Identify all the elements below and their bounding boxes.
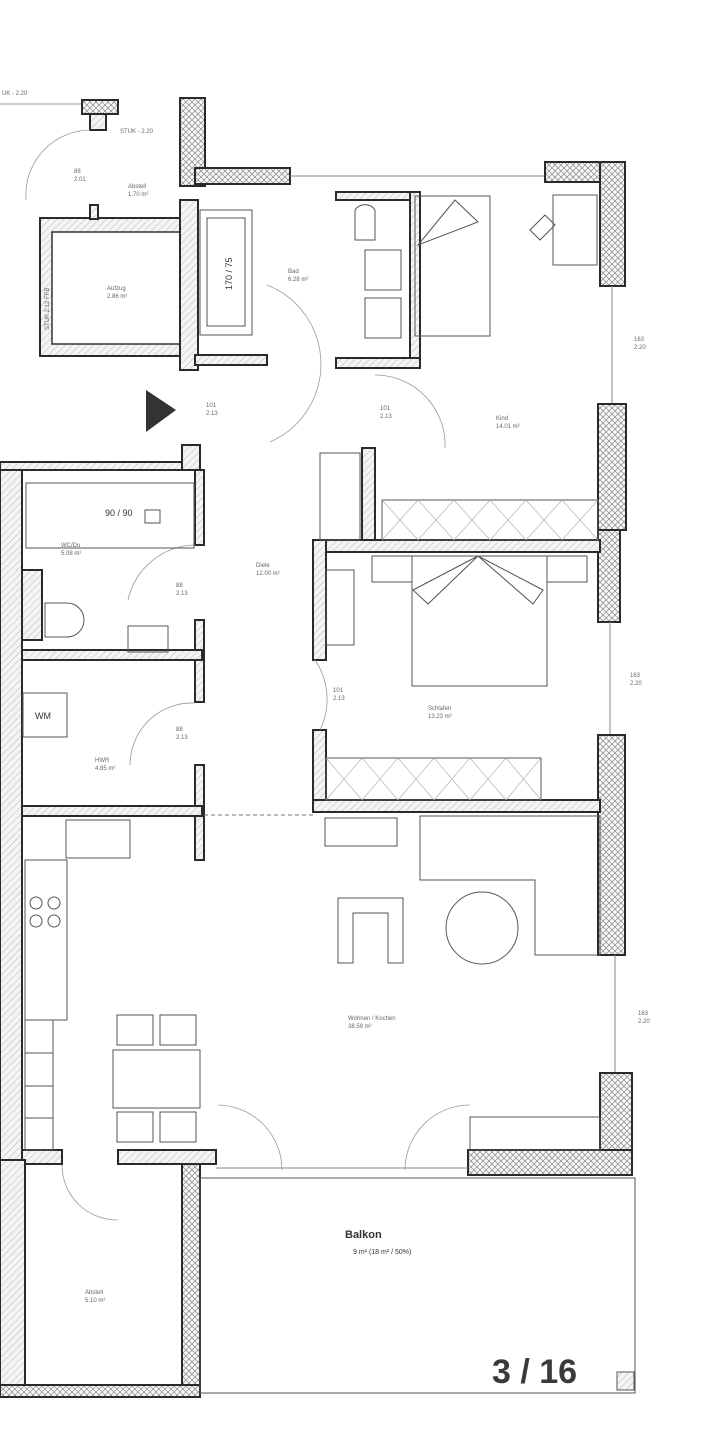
shower: [25, 482, 195, 549]
dining-table: [112, 1049, 201, 1109]
room-labels: Abstell 1.70 m² Aufzug 2.86 m² Bad 6.28 …: [2, 91, 650, 1391]
toilet: [44, 602, 85, 638]
sofa: [419, 815, 601, 956]
page-indicator: 3 / 16: [492, 1353, 577, 1391]
door-width: 101: [380, 406, 391, 412]
room-area: 2.86 m²: [107, 294, 127, 300]
room-name: Abstell: [128, 184, 146, 190]
balcony-title: Balkon: [345, 1229, 382, 1241]
room-name: Wohnen / Kochen: [348, 1016, 396, 1022]
room-area: 14.01 m²: [496, 424, 520, 430]
window-height: 2.20: [638, 1019, 650, 1025]
armchair: [337, 897, 404, 964]
door-width: 101: [333, 688, 344, 694]
entrance-arrow-icon: [146, 390, 176, 432]
door-width: 88: [74, 169, 81, 175]
door-swings: [25, 129, 471, 1221]
window-height: 2.20: [630, 681, 642, 687]
desk: [552, 194, 598, 266]
door-width: 88: [176, 727, 183, 733]
window-width: 163: [630, 673, 641, 679]
bathtub: [206, 217, 246, 327]
door-height: 2.13: [176, 735, 188, 741]
wardrobe-kind: [381, 499, 599, 541]
window-width: 163: [638, 1011, 649, 1017]
room-area: 13.23 m²: [428, 714, 452, 720]
door-width: 88: [176, 583, 183, 589]
bed-schlafen: [411, 555, 548, 687]
room-name: Kind: [496, 416, 508, 422]
room-area: 5.08 m²: [61, 551, 81, 557]
coffee-table: [445, 891, 519, 965]
balcony-area: 9 m² (18 m² / 50%): [353, 1249, 411, 1256]
room-area: 6.28 m²: [288, 277, 308, 283]
room-name: WC/Du: [61, 543, 80, 549]
room-name: Diele: [256, 563, 270, 569]
room-area: 4.85 m²: [95, 766, 115, 772]
furniture: [22, 194, 601, 1151]
door-width: 101: [206, 403, 217, 409]
shower-size: 90 / 90: [105, 508, 133, 518]
room-name: Abstell: [85, 1290, 103, 1296]
door-height: 2.13: [206, 411, 218, 417]
door-height: 2.01: [74, 177, 86, 183]
bathtub-size: 170 / 75: [224, 257, 234, 290]
door-height: 2.13: [176, 591, 188, 597]
stuk-note: UK - 2.20: [2, 91, 28, 97]
room-area: 12.00 m²: [256, 571, 280, 577]
door-height: 2.13: [380, 414, 392, 420]
window-width: 163: [634, 337, 645, 343]
washing-machine: [22, 692, 68, 738]
room-area: 1.70 m²: [128, 192, 148, 198]
room-name: HWR: [95, 758, 110, 764]
room-area: 38.59 m²: [348, 1024, 372, 1030]
room-name: Aufzug: [107, 286, 126, 292]
wardrobe-schlafen: [325, 757, 542, 801]
sink: [127, 625, 169, 653]
stove-counter: [24, 859, 68, 1021]
washer-label: WM: [35, 711, 51, 721]
window-height: 2.20: [634, 345, 646, 351]
stuk-note: STUK - 2.20: [120, 129, 154, 135]
walls: [0, 97, 636, 1398]
room-area: 5.10 m²: [85, 1298, 105, 1304]
room-name: Bad: [288, 269, 299, 275]
bed-kind: [414, 195, 491, 337]
room-name: Schlafen: [428, 706, 451, 712]
stuk-note: STUK 2.12 FFB: [45, 288, 51, 330]
door-height: 2.13: [333, 696, 345, 702]
kitchen-sink: [65, 819, 131, 859]
